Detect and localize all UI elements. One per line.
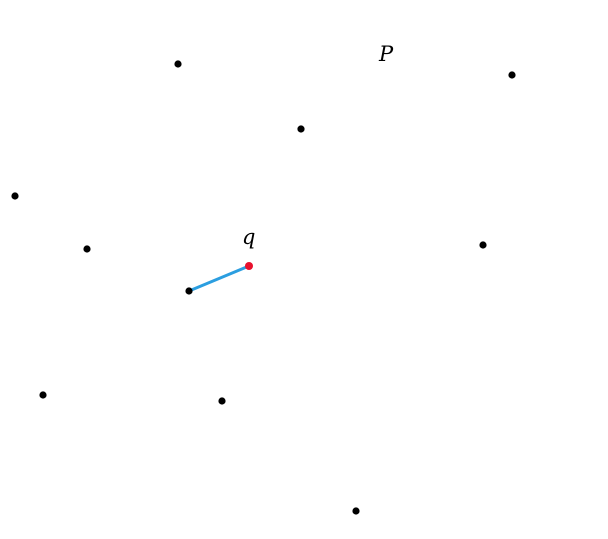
nearest-neighbor-segment-layer	[187, 264, 251, 293]
label-query-q: q	[242, 225, 255, 249]
point-p3	[297, 125, 305, 133]
point-p7	[479, 241, 487, 249]
point-p6	[185, 287, 193, 295]
nearest-neighbor-segment	[187, 264, 251, 293]
point-p1	[174, 60, 182, 68]
point-p4	[11, 192, 19, 200]
label-set-P: P	[378, 42, 394, 66]
point-set-layer	[11, 60, 516, 515]
point-p9	[218, 397, 226, 405]
query-point	[245, 262, 253, 270]
point-p2	[508, 71, 516, 79]
point-p10	[352, 507, 360, 515]
point-p8	[39, 391, 47, 399]
point-p5	[83, 245, 91, 253]
